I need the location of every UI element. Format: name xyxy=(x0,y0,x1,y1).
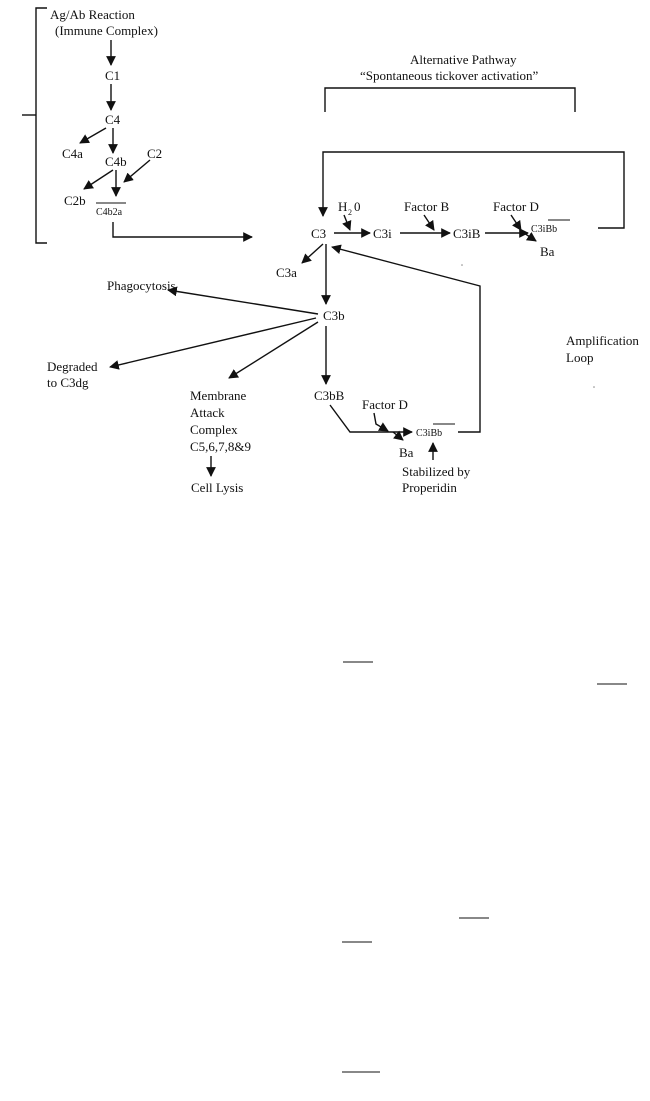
arrow-factor-b xyxy=(423,214,435,231)
arrow-to-ba-amp xyxy=(392,430,404,441)
c4b2a-label: C4b2a xyxy=(96,207,123,218)
c4b-label: C4b xyxy=(105,154,127,169)
arrow-c3b-to-phagocytosis xyxy=(167,286,319,315)
c2-label: C2 xyxy=(147,146,162,161)
properidin-label: Properidin xyxy=(402,480,457,495)
arrow-c4b2a-to-c3 xyxy=(112,222,253,242)
c3-label: C3 xyxy=(311,226,326,241)
c3ibb-label-top: C3iBb xyxy=(531,224,557,235)
amplification-return-loop xyxy=(331,244,481,433)
top-feedback-loop xyxy=(318,151,625,229)
complex-label: Complex xyxy=(190,422,238,437)
c3ib-label: C3iB xyxy=(453,226,481,241)
cell-lysis-label: Cell Lysis xyxy=(191,480,243,495)
membrane-label: Membrane xyxy=(190,388,247,403)
c4-label: C4 xyxy=(105,112,121,127)
attack-label: Attack xyxy=(190,405,225,420)
arrow-c3bb-to-c3ibb xyxy=(329,404,413,437)
c3bb-label: C3bB xyxy=(314,388,345,403)
c3i-label: C3i xyxy=(373,226,392,241)
arrow-c3b-to-degraded xyxy=(109,317,317,370)
immune-complex-label: (Immune Complex) xyxy=(55,23,158,38)
arrow-factor-d xyxy=(510,214,522,231)
classical-bracket xyxy=(35,7,47,244)
c3b-label: C3b xyxy=(323,308,345,323)
ba-label-amp: Ba xyxy=(399,445,414,460)
c4a-label: C4a xyxy=(62,146,83,161)
arrow-c3b-to-mac xyxy=(228,321,319,379)
to-c3dg-label: to C3dg xyxy=(47,375,89,390)
c2b-label: C2b xyxy=(64,193,86,208)
arrow-h2o xyxy=(342,214,352,231)
factor-d-label: Factor D xyxy=(493,199,539,214)
degraded-label: Degraded xyxy=(47,359,98,374)
factor-d-amp-label: Factor D xyxy=(362,397,408,412)
arrow-to-ba-top xyxy=(523,232,537,242)
arrow-c2-to-c4b xyxy=(123,159,151,183)
h2o-o-label: 0 xyxy=(354,199,361,214)
scan-speck xyxy=(593,386,595,388)
loop-label: Loop xyxy=(566,350,593,365)
spontaneous-tickover-label: “Spontaneous tickover activation” xyxy=(360,68,539,83)
arrow-c4-to-c4a xyxy=(79,127,107,144)
amplification-label: Amplification xyxy=(566,333,639,348)
c1-label: C1 xyxy=(105,68,120,83)
c5-9-label: C5,6,7,8&9 xyxy=(190,439,251,454)
h2o-subscript: 2 xyxy=(348,208,352,217)
scan-speck xyxy=(461,264,463,266)
alternative-pathway-bracket xyxy=(324,87,576,112)
alternative-pathway-title: Alternative Pathway xyxy=(410,52,517,67)
arrow-c3-to-c3a xyxy=(301,243,324,264)
h2o-h-label: H xyxy=(338,199,347,214)
ba-label-top: Ba xyxy=(540,244,555,259)
factor-b-label: Factor B xyxy=(404,199,449,214)
phagocytosis-label: Phagocytosis xyxy=(107,278,176,293)
ag-ab-reaction-label: Ag/Ab Reaction xyxy=(50,7,135,22)
stabilized-by-label: Stabilized by xyxy=(402,464,471,479)
arrow-factor-d-amp xyxy=(373,412,389,432)
arrow-c4b-to-c2b xyxy=(83,169,114,190)
c3ibb-label-amp: C3iBb xyxy=(416,428,442,439)
c3a-label: C3a xyxy=(276,265,297,280)
